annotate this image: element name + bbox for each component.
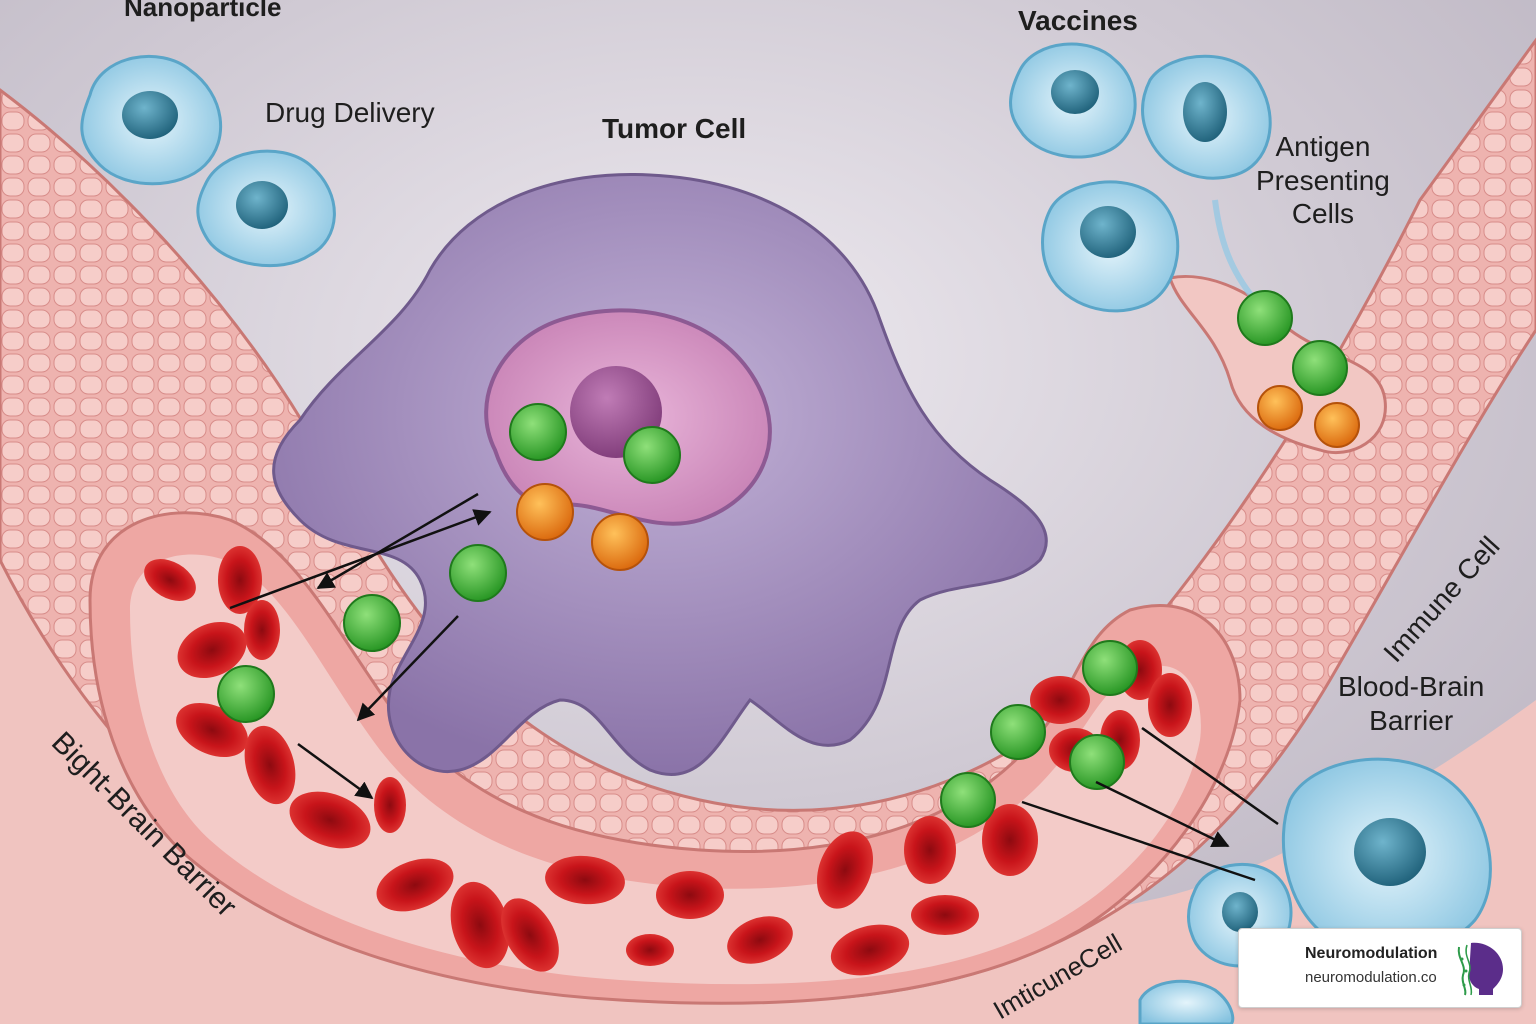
label-barrier-line: Barrier [1369, 704, 1454, 736]
nanoparticle-green [623, 426, 681, 484]
nanoparticle-green [990, 704, 1046, 760]
label-tumor-cell: Tumor Cell [602, 113, 747, 144]
brand-logo-icon [1457, 942, 1503, 996]
red-blood-cell [376, 858, 454, 912]
arrow [1021, 800, 1256, 882]
arrow [1141, 726, 1279, 826]
nanoparticle-green [1082, 640, 1138, 696]
red-blood-cell [144, 559, 196, 601]
immune-cell [1281, 757, 1492, 955]
label-drug-delivery: Drug Delivery [265, 97, 435, 128]
red-blood-cell [1030, 676, 1090, 724]
immune-cell [1138, 979, 1235, 1024]
immune-cell [1041, 180, 1180, 313]
immune-cell [80, 54, 223, 186]
red-blood-cell [727, 916, 793, 964]
red-blood-cell [982, 804, 1038, 876]
red-blood-cell [450, 881, 510, 969]
brand-url: neuromodulation.co [1305, 969, 1437, 986]
immune-cell [1141, 54, 1272, 180]
arrow [297, 742, 374, 800]
nanoparticles [217, 290, 1360, 828]
label-antigen-line: Antigen [1275, 131, 1371, 162]
red-blood-cell [904, 816, 956, 884]
label-cells-line: Cells [1291, 198, 1355, 230]
red-blood-cell [911, 895, 979, 935]
arrow [1095, 780, 1230, 848]
nanoparticle-green [1292, 340, 1348, 396]
red-blood-cell [218, 546, 262, 614]
label-blood-brain-barrier: Blood-Brain Barrier [1338, 670, 1484, 737]
label-nanoparticle: Nanoparticle [124, 0, 282, 22]
arrows [229, 492, 1279, 882]
red-blood-cell [545, 855, 625, 905]
red-blood-cell [177, 621, 247, 679]
red-blood-cell [244, 725, 296, 805]
nanoparticle-orange [1257, 385, 1303, 431]
nanoparticle-green [449, 544, 507, 602]
red-blood-cell [501, 898, 559, 972]
immune-cell [196, 149, 336, 268]
brand-name: Neuromodulation [1305, 945, 1438, 962]
red-blood-cell [830, 924, 910, 976]
nanoparticle-green [1237, 290, 1293, 346]
antigen-stream [1212, 199, 1258, 302]
red-blood-cell [289, 791, 371, 849]
red-blood-cell [816, 831, 874, 909]
nanoparticle-orange [516, 483, 574, 541]
brand-badge[interactable]: Neuromodulation neuromodulation.co [1238, 928, 1522, 1008]
nanoparticle-green [509, 403, 567, 461]
nanoparticle-green [217, 665, 275, 723]
label-presenting-line: Presenting [1256, 164, 1390, 196]
arrow [316, 492, 479, 590]
red-blood-cell [626, 934, 674, 966]
nanoparticle-green [1069, 734, 1125, 790]
label-blood-brain-line: Blood-Brain [1338, 671, 1485, 702]
red-blood-cell [244, 600, 280, 660]
red-blood-cell [374, 777, 406, 833]
arrow [356, 615, 459, 722]
nanoparticle-orange [591, 513, 649, 571]
red-blood-cell [656, 871, 724, 919]
arrow [229, 509, 492, 610]
label-vaccines: Vaccines [1018, 5, 1138, 36]
label-antigen-presenting-cells: Antigen Presenting Cells [1256, 130, 1390, 231]
red-blood-cell [1148, 673, 1192, 737]
nanoparticle-orange [1314, 402, 1360, 448]
immune-cell [1009, 42, 1137, 159]
nanoparticle-green [940, 772, 996, 828]
nanoparticle-green [343, 594, 401, 652]
